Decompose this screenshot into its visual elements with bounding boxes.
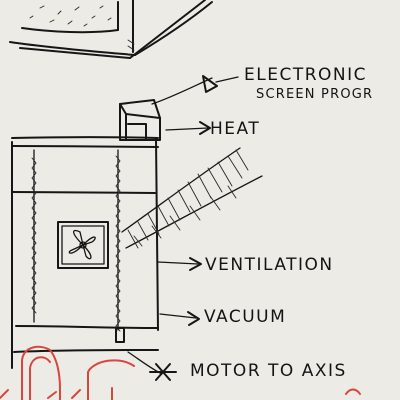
- vacuum-label: VACUUM: [204, 307, 286, 327]
- top-tray-sketch: [10, 0, 212, 58]
- fan-icon: [58, 222, 108, 268]
- electronic-label-group: ELECTRONIC SCREEN PROGR: [244, 65, 373, 102]
- heat-label: HEAT: [210, 119, 260, 139]
- electronic-label: ELECTRONIC: [244, 65, 367, 85]
- right-spring-rod: [116, 150, 124, 342]
- ventilation-label-group: VENTILATION: [158, 255, 334, 275]
- motor-label: MOTOR TO AXIS: [190, 361, 347, 381]
- airflow-sketch: [122, 148, 262, 248]
- heat-label-group: HEAT: [166, 119, 260, 139]
- screen-program-label: SCREEN PROGR: [256, 87, 373, 102]
- left-spring-rod: [32, 150, 36, 322]
- ventilation-label: VENTILATION: [205, 255, 334, 275]
- vacuum-label-group: VACUUM: [160, 307, 286, 327]
- motor-label-group: MOTOR TO AXIS: [128, 352, 347, 381]
